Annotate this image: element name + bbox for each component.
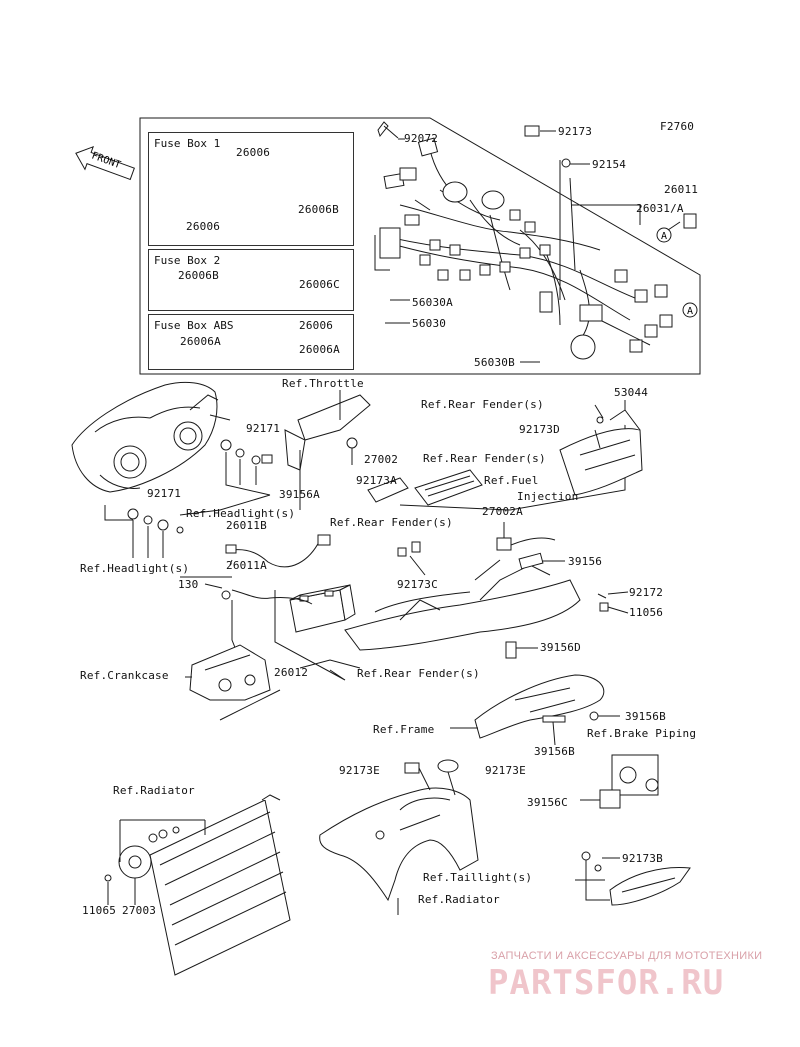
fuse-box-2-part-b: 26006C — [299, 278, 340, 291]
ref-taillight: Ref.Taillight(s) — [423, 871, 533, 884]
harness-panel-outline — [139, 117, 701, 375]
front-arrow — [75, 145, 135, 181]
rear-fender-drawing — [344, 537, 581, 651]
ref-rear-fender-3: Ref.Rear Fender(s) — [330, 516, 453, 529]
callout-92154: 92154 — [592, 158, 627, 171]
callout-26011: 26011 — [664, 183, 699, 196]
abs-unit — [599, 754, 659, 809]
callout-26011b: 26011B — [226, 519, 267, 532]
fuse-box-2-title: Fuse Box 2 — [154, 254, 221, 267]
fuse-box-abs-part-b: 26006A — [180, 335, 221, 348]
ref-crankcase: Ref.Crankcase — [80, 669, 169, 682]
ref-radiator-1: Ref.Radiator — [113, 784, 195, 797]
taillight-drawing — [609, 866, 691, 906]
callout-53044: 53044 — [614, 386, 649, 399]
harness-connectors — [379, 137, 673, 360]
ref-rear-fender-2: Ref.Rear Fender(s) — [423, 452, 546, 465]
callout-92173d: 92173D — [519, 423, 560, 436]
fuse-box-1-part-b: 26006 — [186, 220, 221, 233]
callout-92072: 92072 — [404, 132, 439, 145]
fuse-box-abs-panel — [148, 314, 354, 370]
fuse-box-abs-title: Fuse Box ABS — [154, 319, 234, 332]
fuse-box-1-title: Fuse Box 1 — [154, 137, 221, 150]
callout-11065: 11065 — [82, 904, 117, 917]
callout-27002: 27002 — [364, 453, 399, 466]
figure-code: F2760 — [660, 120, 695, 133]
ref-fuel-injection-line2: Injection — [517, 490, 579, 503]
ref-brake-piping: Ref.Brake Piping — [587, 727, 697, 740]
callout-26031a: 26031/A — [636, 202, 684, 215]
ref-rear-fender-4: Ref.Rear Fender(s) — [357, 667, 480, 680]
callout-92173b: 92173B — [622, 852, 663, 865]
callout-56030a: 56030A — [412, 296, 453, 309]
undertray-drawing — [319, 787, 479, 902]
watermark-logo: PARTSFOR.RU — [488, 963, 725, 1003]
watermark-tagline: ЗАПЧАСТИ И АКСЕССУАРЫ ДЛЯ МОТОТЕХНИКИ — [491, 950, 763, 962]
callout-56030b: 56030B — [474, 356, 515, 369]
throttle-bracket — [284, 394, 371, 471]
fuse-box-abs-part-a: 26006 — [299, 319, 334, 332]
ecu-fuel-injection — [414, 469, 483, 506]
ref-frame: Ref.Frame — [373, 723, 435, 736]
marker-a-1-letter: A — [661, 231, 667, 242]
callout-26012: 26012 — [274, 666, 309, 679]
callout-39156d: 39156D — [540, 641, 581, 654]
fuse-box-2-part-a: 26006B — [178, 269, 219, 282]
callout-92171-a: 92171 — [246, 422, 281, 435]
callout-92173: 92173 — [558, 125, 593, 138]
fan-bracket-27003 — [118, 845, 152, 879]
ref-rear-fender-1: Ref.Rear Fender(s) — [421, 398, 544, 411]
marker-a-2-letter: A — [687, 306, 693, 317]
callout-27002a: 27002A — [482, 505, 523, 518]
callout-39156b-a: 39156B — [625, 710, 666, 723]
fuse-box-1-panel — [148, 132, 354, 246]
ecu-27002 — [367, 477, 409, 503]
callout-39156b-b: 39156B — [534, 745, 575, 758]
fuse-box-1-part-c: 26006B — [298, 203, 339, 216]
ref-throttle: Ref.Throttle — [282, 377, 364, 390]
headlight-drawing — [71, 381, 231, 493]
ref-fuel-injection-line1: Ref.Fuel — [484, 474, 539, 487]
battery-26012 — [289, 584, 356, 633]
marker-a-1 — [656, 227, 672, 243]
callout-92173c: 92173C — [397, 578, 438, 591]
callout-39156c: 39156C — [527, 796, 568, 809]
ref-headlight-2: Ref.Headlight(s) — [80, 562, 190, 575]
callout-39156a: 39156A — [279, 488, 320, 501]
callout-92172: 92172 — [629, 586, 664, 599]
callout-56030: 56030 — [412, 317, 447, 330]
callout-11056: 11056 — [629, 606, 664, 619]
callout-92173e-b: 92173E — [485, 764, 526, 777]
ref-headlight-1: Ref.Headlight(s) — [186, 507, 296, 520]
callout-27003: 27003 — [122, 904, 157, 917]
callout-92173a: 92173A — [356, 474, 397, 487]
mount-53044 — [559, 409, 643, 496]
fuse-box-2-panel — [148, 249, 354, 311]
bolt-group-92171-a — [220, 439, 273, 465]
callout-92171-b: 92171 — [147, 487, 182, 500]
frame-drawing — [474, 674, 605, 739]
fuse-box-1-part-a: 26006 — [236, 146, 271, 159]
bolt-group-92171-b — [127, 508, 184, 534]
callout-26011a: 26011A — [226, 559, 267, 572]
ref-radiator-2: Ref.Radiator — [418, 893, 500, 906]
fuse-box-abs-part-c: 26006A — [299, 343, 340, 356]
callout-39156: 39156 — [568, 555, 603, 568]
callout-130: 130 — [178, 578, 199, 591]
crankcase-drawing — [189, 644, 271, 701]
marker-a-2 — [682, 302, 698, 318]
callout-92173e-a: 92173E — [339, 764, 380, 777]
radiator-drawing — [149, 794, 291, 976]
